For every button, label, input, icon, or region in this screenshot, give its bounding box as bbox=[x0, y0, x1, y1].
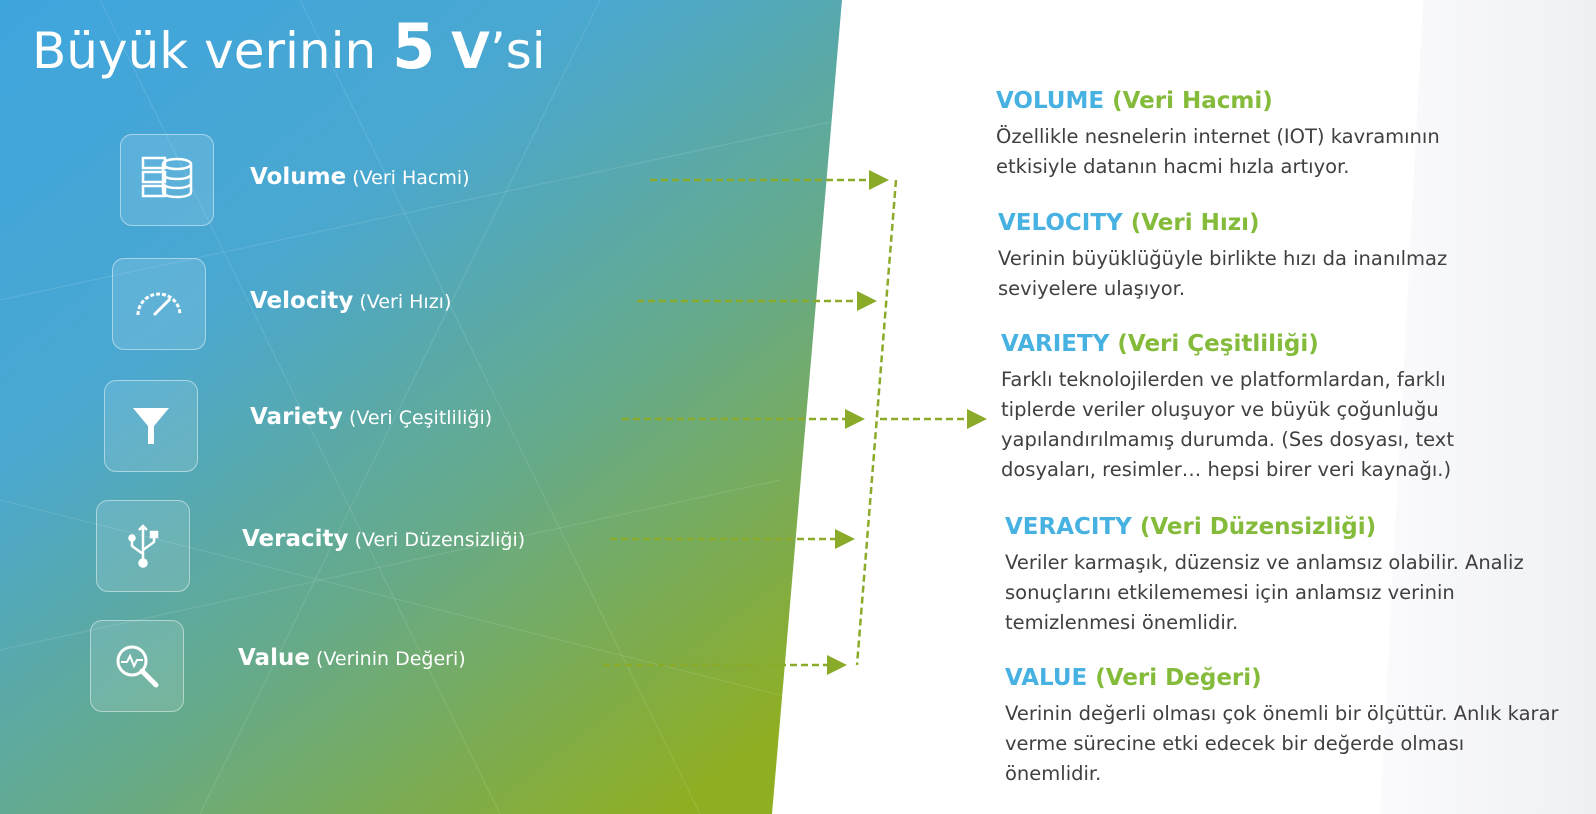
magnifier-pulse-icon bbox=[90, 620, 184, 712]
item-variety: Variety (Veri Çeşitliliği) bbox=[250, 404, 493, 430]
item-veracity: Veracity (Veri Düzensizliği) bbox=[242, 526, 526, 552]
title-suffix: ’si bbox=[489, 22, 546, 80]
description-velocity: VELOCITY (Veri Hızı) Verinin büyüklüğüyl… bbox=[998, 210, 1448, 300]
usb-icon bbox=[96, 500, 190, 592]
speedometer-icon bbox=[112, 258, 206, 350]
item-volume: Volume (Veri Hacmi) bbox=[250, 164, 470, 190]
description-value: VALUE (Veri Değeri) Verinin değerli olma… bbox=[1005, 665, 1559, 785]
funnel-icon bbox=[104, 380, 198, 472]
side-panel-shade bbox=[1380, 0, 1596, 814]
page-title: Büyük verinin 5 V’si bbox=[32, 10, 546, 83]
title-number: 5 bbox=[392, 10, 436, 83]
title-prefix: Büyük verinin bbox=[32, 22, 377, 80]
database-server-icon bbox=[120, 134, 214, 226]
item-value: Value (Verinin Değeri) bbox=[238, 645, 466, 671]
description-veracity: VERACITY (Veri Düzensizliği) Veriler kar… bbox=[1005, 514, 1524, 634]
description-volume: VOLUME (Veri Hacmi) Özellikle nesnelerin… bbox=[996, 88, 1440, 178]
title-v: V bbox=[451, 22, 490, 80]
description-variety: VARIETY (Veri Çeşitliliği) Farklı teknol… bbox=[1001, 331, 1454, 481]
item-velocity: Velocity (Veri Hızı) bbox=[250, 288, 452, 314]
